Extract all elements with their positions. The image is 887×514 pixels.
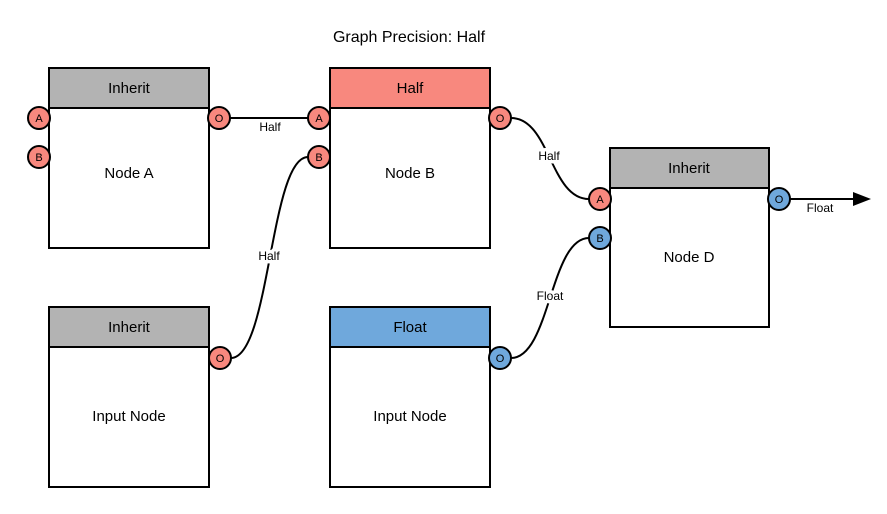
input-node-left: Inherit Input Node O bbox=[48, 306, 232, 488]
edges bbox=[230, 117, 871, 359]
node-a: Inherit Node A A B O bbox=[27, 67, 231, 249]
edge-input-middle-out-to-node-d-b bbox=[510, 237, 590, 359]
node-d-port-out-label: O bbox=[775, 194, 784, 206]
node-d-name: Node D bbox=[664, 249, 715, 266]
node-b-port-out: O bbox=[488, 106, 512, 130]
node-b-header bbox=[329, 67, 491, 109]
input-node-left-header bbox=[48, 306, 210, 348]
node-d-port-b: B bbox=[588, 226, 612, 250]
node-a-port-a-label: A bbox=[35, 113, 43, 125]
node-a-header bbox=[48, 67, 210, 109]
node-b: Half Node B A B O bbox=[307, 67, 512, 249]
node-a-port-out-circle bbox=[207, 106, 231, 130]
input-node-left-port-out-label: O bbox=[216, 353, 225, 365]
node-b-port-out-label: O bbox=[496, 113, 505, 125]
node-a-name: Node A bbox=[104, 165, 153, 182]
input-node-left-port-out-circle bbox=[208, 346, 232, 370]
node-d-port-b-circle bbox=[588, 226, 612, 250]
node-b-name: Node B bbox=[385, 165, 435, 182]
input-node-left-precision-label: Inherit bbox=[108, 319, 151, 336]
node-b-port-a-circle bbox=[307, 106, 331, 130]
node-b-port-a: A bbox=[307, 106, 331, 130]
node-d-port-a-label: A bbox=[596, 194, 604, 206]
node-d-header bbox=[609, 147, 770, 189]
input-node-middle-port-out-circle bbox=[488, 346, 512, 370]
node-a-port-a-circle bbox=[27, 106, 51, 130]
input-node-middle-header bbox=[329, 306, 491, 348]
node-a-port-b: B bbox=[27, 145, 51, 169]
node-a-port-a: A bbox=[27, 106, 51, 130]
input-node-middle: Float Input Node O bbox=[329, 306, 512, 488]
edge-label-input-left-to-node-b: Half bbox=[258, 249, 280, 263]
edge-label-node-b-to-node-d: Half bbox=[538, 149, 560, 163]
node-a-port-out: O bbox=[207, 106, 231, 130]
node-b-port-b: B bbox=[307, 145, 331, 169]
node-a-port-b-label: B bbox=[35, 152, 42, 164]
input-node-left-name: Input Node bbox=[92, 408, 165, 425]
node-b-port-b-label: B bbox=[315, 152, 322, 164]
input-node-left-port-out: O bbox=[208, 346, 232, 370]
node-a-precision-label: Inherit bbox=[108, 80, 151, 97]
node-d-port-b-label: B bbox=[596, 233, 603, 245]
node-b-precision-label: Half bbox=[397, 80, 425, 97]
node-d-port-a-circle bbox=[588, 187, 612, 211]
node-d-port-a: A bbox=[588, 187, 612, 211]
node-d: Inherit Node D A B O bbox=[588, 147, 791, 328]
edge-label-input-middle-to-node-d: Float bbox=[537, 289, 564, 303]
edge-input-left-out-to-node-b-b bbox=[230, 156, 309, 359]
input-node-middle-precision-label: Float bbox=[393, 319, 427, 336]
node-d-precision-label: Inherit bbox=[668, 160, 711, 177]
edge-label-node-d-output: Float bbox=[807, 201, 834, 215]
diagram-title: Graph Precision: Half bbox=[333, 29, 486, 46]
input-node-middle-name: Input Node bbox=[373, 408, 446, 425]
node-b-port-out-circle bbox=[488, 106, 512, 130]
node-b-port-a-label: A bbox=[315, 113, 323, 125]
edge-labels: Half Half Half Float Float bbox=[255, 117, 838, 307]
output-arrowhead-icon bbox=[853, 192, 871, 206]
node-a-port-b-circle bbox=[27, 145, 51, 169]
node-d-port-out: O bbox=[767, 187, 791, 211]
node-b-port-b-circle bbox=[307, 145, 331, 169]
node-d-port-out-circle bbox=[767, 187, 791, 211]
input-node-middle-port-out: O bbox=[488, 346, 512, 370]
edge-node-b-out-to-node-d-a bbox=[510, 117, 590, 200]
input-node-middle-port-out-label: O bbox=[496, 353, 505, 365]
edge-label-node-a-to-node-b: Half bbox=[259, 120, 281, 134]
node-a-port-out-label: O bbox=[215, 113, 224, 125]
